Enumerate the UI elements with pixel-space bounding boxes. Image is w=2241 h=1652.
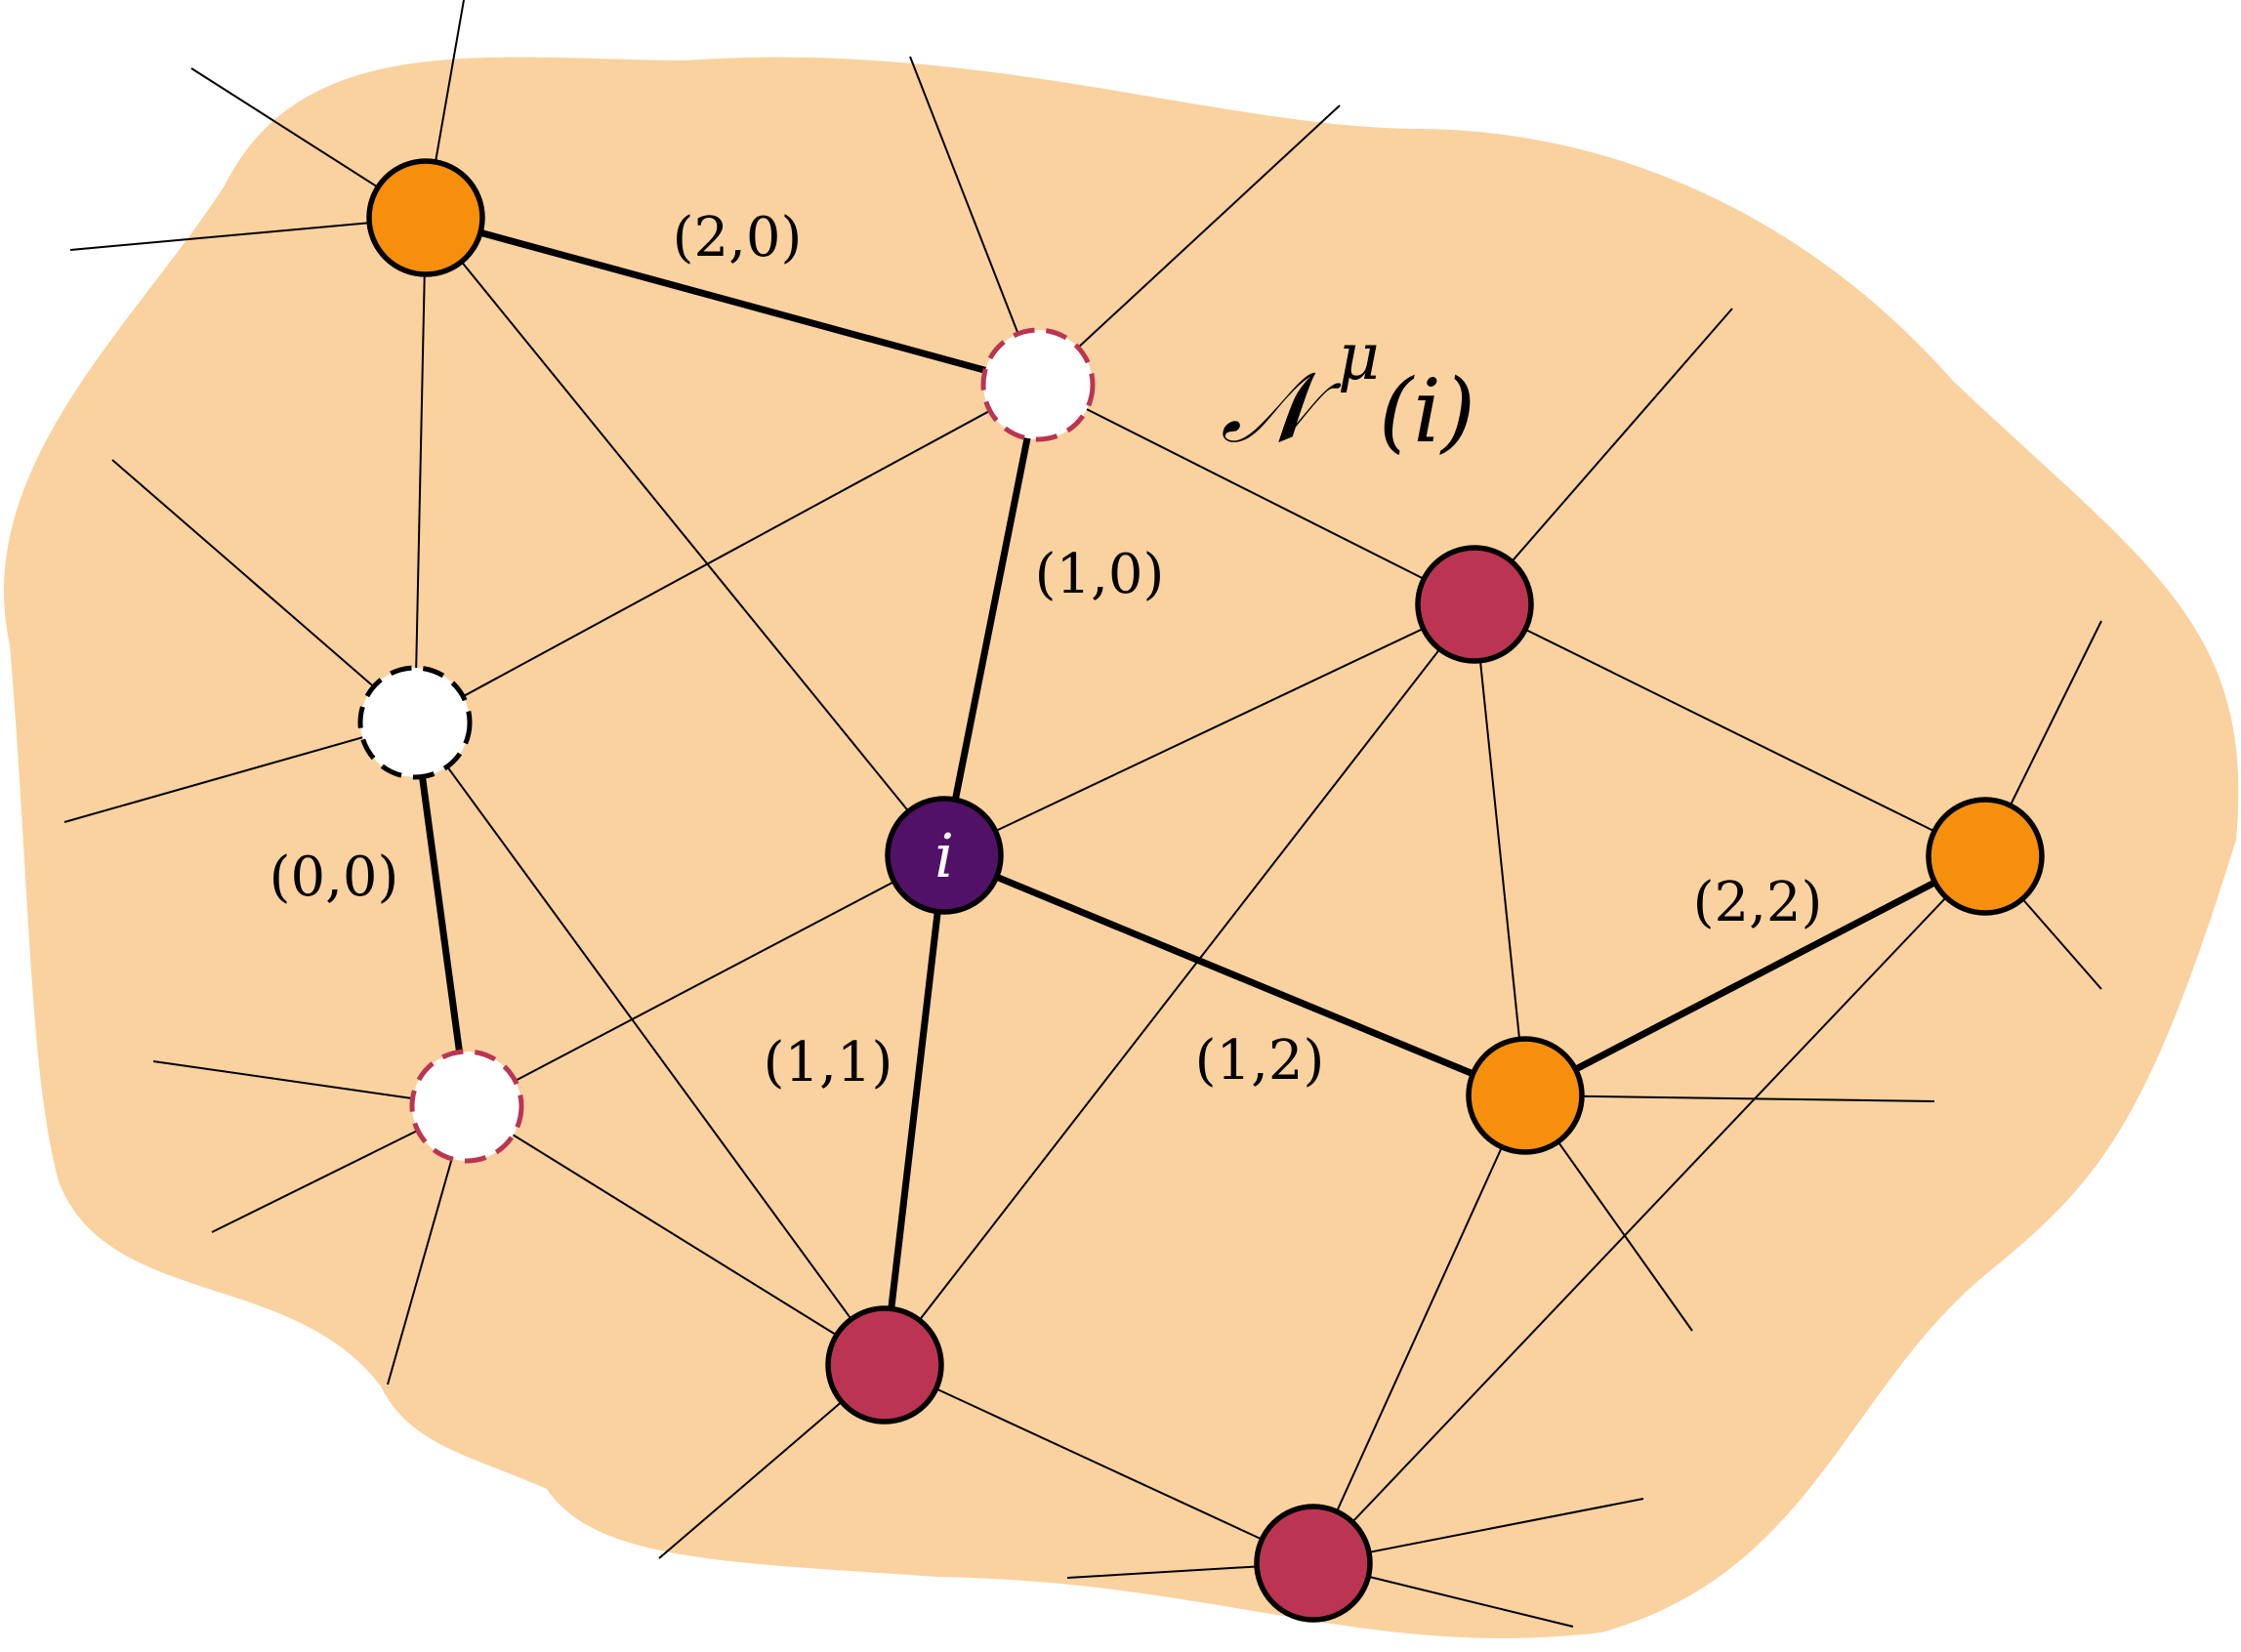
node-center-i (885, 796, 1004, 915)
edge (884, 603, 1475, 1366)
edge (943, 603, 1475, 856)
thick-edge-1-2 (940, 851, 1529, 1099)
neighborhood-superscript: μ (1338, 319, 1380, 394)
edge (466, 854, 945, 1107)
thick-edge-1-0 (940, 381, 1042, 859)
thick-edge-1-1 (881, 851, 948, 1369)
thick-edge-2-0 (422, 214, 1042, 389)
edge (884, 1364, 1314, 1564)
edge (425, 217, 945, 856)
node-dashed-left (357, 665, 473, 780)
edge-label-2-0: (2,0) (673, 206, 803, 269)
edge-label-2-2: (2,2) (1693, 871, 1823, 934)
node-orange-lower-right (1466, 1036, 1585, 1155)
edge (1037, 104, 1341, 386)
node-orange-far-right (1926, 797, 2045, 916)
edge (69, 217, 427, 251)
edge (909, 56, 1039, 386)
edge-label-1-0: (1,0) (1035, 543, 1165, 606)
neighborhood-argument: (i) (1379, 360, 1475, 463)
edge (1312, 855, 1986, 1564)
node-dashed-top (980, 327, 1096, 442)
edge-label-1-1: (1,1) (764, 1031, 893, 1094)
edge-labels: (2,0) (1,0) (0,0) (1,1) (1,2) (2,2) (270, 206, 1823, 1094)
edge (1473, 603, 1986, 857)
thick-edge-0-0 (411, 719, 471, 1110)
edge-label-1-2: (1,2) (1195, 1029, 1325, 1093)
nodes: i (357, 158, 2045, 1623)
neighborhood-region (4, 57, 2239, 1638)
center-node-label: i (934, 820, 954, 891)
node-red-bottom-right (1254, 1504, 1373, 1623)
edge-label-0-0: (0,0) (270, 846, 399, 909)
node-orange-top-left (366, 158, 485, 277)
thick-edge-2-2 (1521, 852, 1989, 1099)
node-dashed-bottom-left (409, 1049, 524, 1164)
thick-edges (411, 214, 1989, 1369)
edge (1473, 603, 1526, 1096)
edge (414, 722, 886, 1366)
edge (466, 1105, 886, 1366)
edge (414, 217, 427, 723)
node-red-bottom (825, 1305, 944, 1425)
edge (1312, 1094, 1526, 1564)
edge (1524, 1094, 1935, 1102)
edge (414, 384, 1039, 723)
edge (1037, 384, 1475, 605)
edge (1473, 308, 1733, 605)
edge (111, 459, 416, 723)
node-red-right (1415, 545, 1534, 664)
edge (63, 722, 416, 823)
